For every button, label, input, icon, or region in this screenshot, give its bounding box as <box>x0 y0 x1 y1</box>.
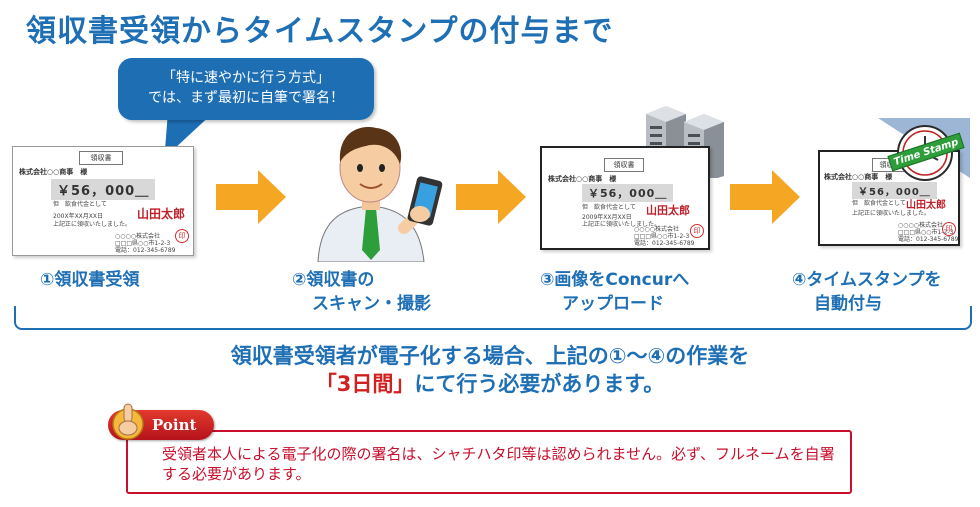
receipt-step3: 領収書 株式会社○○商事 様 ￥56，000＿ 但 飲食代金として 2009年X… <box>540 146 710 250</box>
receipt-received: 上記正に領収いたしました。 <box>852 210 931 217</box>
bubble-line-1: 「特に速やかに行う方式」 <box>162 70 330 86</box>
receipt-date: 200X年XX月XX日 <box>53 213 104 220</box>
receipt-step4: 領収書 株式会社○○商事 様 ￥56，000＿ 但 飲食代金として 上記正に領収… <box>818 150 960 246</box>
receipt-address: □□□県○○市1-2-3 <box>634 233 690 240</box>
receipt-amount: ￥56，000＿ <box>582 184 674 202</box>
step-2-line-1: ②領収書の <box>292 270 375 290</box>
step-3-line-1: ③画像をConcurへ <box>540 270 690 290</box>
arrow-right-icon <box>216 170 286 224</box>
receipt-to: 株式会社○○商事 様 <box>19 168 88 176</box>
receipt-purpose: 但 飲食代金として <box>852 200 906 207</box>
receipt-received: 上記正に領収いたしました。 <box>53 221 132 228</box>
receipt-issuer: ○○○○株式会社 <box>115 233 160 240</box>
receipt-stamp: 印 <box>175 229 189 243</box>
step-2-line-2: スキャン・撮影 <box>312 294 431 314</box>
receipt-purpose: 但 飲食代金として <box>53 201 107 208</box>
receipt-signature: 山田太郎 <box>646 204 690 217</box>
summary-line-2: 「3日間」にて行う必要があります。 <box>0 370 980 398</box>
speech-bubble: 「特に速やかに行う方式」 では、まず最初に自筆で署名！ <box>118 58 374 120</box>
person-smartphone-illustration <box>317 127 443 262</box>
time-stamp-seal: Time Stamp <box>887 122 965 184</box>
step-4-label: ④タイムスタンプを 自動付与 <box>792 268 942 316</box>
receipt-signature: 山田太郎 <box>137 207 186 221</box>
receipt-to: 株式会社○○商事 様 <box>548 175 617 183</box>
receipt-title: 領収書 <box>604 158 644 172</box>
receipt-issuer: ○○○○株式会社 <box>898 222 943 229</box>
page-title: 領収書受領からタイムスタンプの付与まで <box>26 14 614 49</box>
step-4-line-2: 自動付与 <box>814 294 882 314</box>
summary-line-2-rest: にて行う必要があります。 <box>414 372 665 396</box>
receipt-address: □□□県○○市1-2-3 <box>898 229 954 236</box>
summary-line-1: 領収書受領者が電子化する場合、上記の①～④の作業を <box>230 344 750 368</box>
step-1-label: ①領収書受領 <box>40 268 139 292</box>
arrow-right-icon <box>730 170 800 224</box>
receipt-stamp: 印 <box>942 222 956 236</box>
receipt-phone: 電話：012-345-6789 <box>115 247 176 254</box>
receipt-amount: ￥56，000＿ <box>51 179 156 200</box>
receipt-stamp: 印 <box>690 224 704 238</box>
step-1-line-1: ①領収書受領 <box>40 270 140 290</box>
receipt-received: 上記正に領収いたしました。 <box>582 221 661 228</box>
receipt-signature: 山田太郎 <box>906 200 946 211</box>
receipt-date: 2009年XX月XX日 <box>582 214 632 221</box>
point-box: 受領者本人による電子化の際の署名は、シャチハタ印等は認められません。必ず、フルネ… <box>126 430 852 494</box>
step-3-label: ③画像をConcurへ アップロード <box>540 268 689 316</box>
summary-highlight: 「3日間」 <box>315 372 415 396</box>
arrow-right-icon <box>456 170 526 224</box>
pointing-hand-icon <box>112 403 144 440</box>
receipt-purpose: 但 飲食代金として <box>582 204 636 211</box>
receipt-title: 領収書 <box>79 151 123 165</box>
receipt-phone: 電話：012-345-6789 <box>634 240 695 247</box>
receipt-amount: ￥56，000＿ <box>852 182 937 199</box>
receipt-issuer: ○○○○株式会社 <box>634 226 679 233</box>
receipt-step1: 領収書 株式会社○○商事 様 ￥56，000＿ 但 飲食代金として 200X年X… <box>12 146 194 256</box>
receipt-address: □□□県○○市1-2-3 <box>115 240 171 247</box>
step-2-label: ②領収書の スキャン・撮影 <box>292 268 431 316</box>
receipt-to: 株式会社○○商事 様 <box>824 173 893 181</box>
bubble-line-2: では、まず最初に自筆で署名！ <box>148 90 344 106</box>
steps-bracket <box>14 306 972 330</box>
point-text: 受領者本人による電子化の際の署名は、シャチハタ印等は認められません。必ず、フルネ… <box>162 445 835 483</box>
receipt-phone: 電話：012-345-6789 <box>898 236 959 243</box>
step-3-line-2: アップロード <box>562 294 664 314</box>
step-4-line-1: ④タイムスタンプを <box>792 270 942 290</box>
